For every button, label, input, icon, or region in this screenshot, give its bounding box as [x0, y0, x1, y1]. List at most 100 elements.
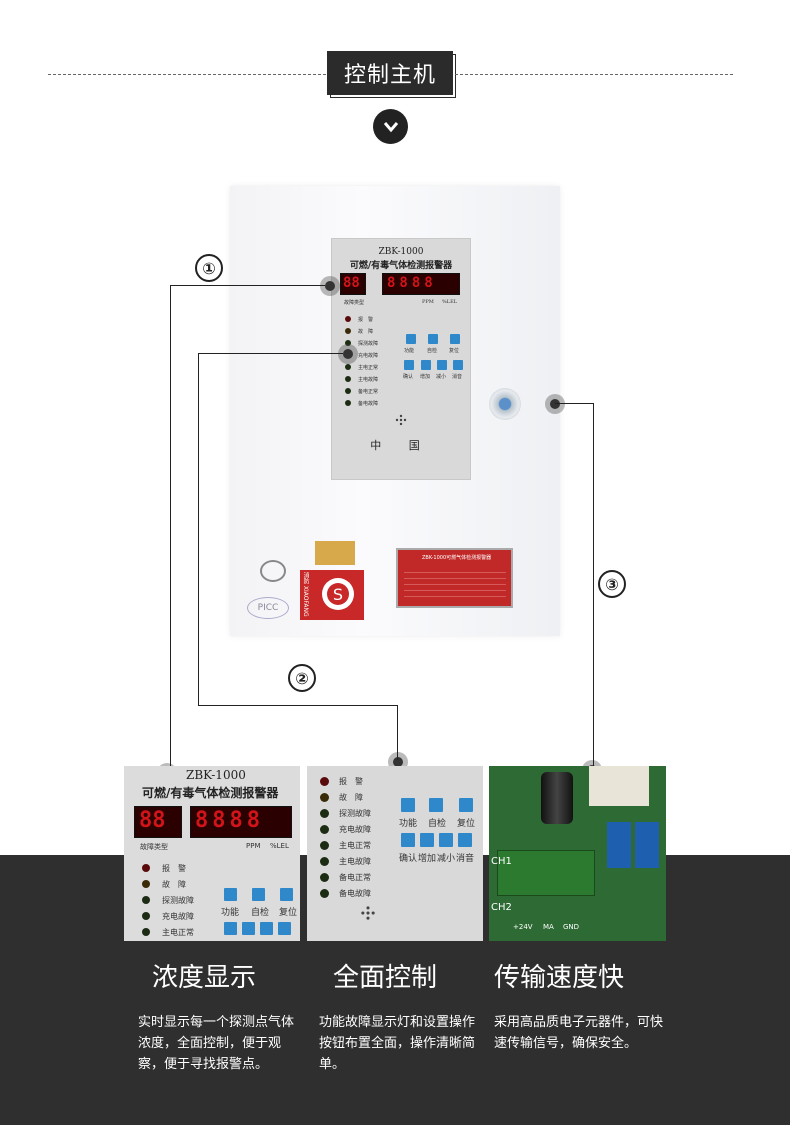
thumb-self-test-label: 自检	[251, 908, 270, 918]
thumb-lel: %LEL	[270, 842, 289, 850]
thumb-led	[142, 880, 150, 888]
connector-line	[198, 353, 199, 705]
thumb-function-button	[224, 888, 237, 901]
header-divider-right	[455, 74, 733, 75]
thumb-mute-label: 消音	[456, 854, 475, 864]
mute-button[interactable]	[453, 360, 463, 370]
concentration-display: 8888	[382, 273, 460, 295]
thumb-led	[142, 928, 150, 936]
connector-line	[555, 403, 593, 404]
terminal-block	[497, 850, 595, 896]
fire-cert-badge: 消防 XIAOFANG S	[300, 570, 364, 620]
led-indicator	[345, 328, 351, 334]
fire-badge-text: 消防 XIAOFANG	[302, 572, 309, 617]
reset-label: 复位	[449, 348, 460, 354]
feature-title-3: 传输速度快	[494, 963, 625, 993]
board-label: CH2	[491, 902, 512, 913]
indicator-label: 主电正常	[358, 365, 379, 371]
relay-icon	[635, 822, 659, 868]
thumb-indicator: 充电故障	[162, 912, 194, 921]
panel-name: 可燃/有毒气体检测报警器	[349, 261, 453, 271]
indicator-label: 报 警	[358, 317, 374, 323]
connector-line	[170, 285, 325, 286]
indicator-label: 主电故障	[358, 377, 379, 383]
thumb-function-label: 功能	[221, 908, 240, 918]
indicator-label: 充电故障	[358, 353, 379, 359]
thumb-led	[142, 896, 150, 904]
thumb-fault-label: 故障类型	[140, 843, 168, 851]
thumb-indicator: 充电故障	[339, 825, 371, 834]
led-indicator	[345, 340, 351, 346]
decrease-label: 减小	[436, 374, 447, 380]
marker-indicators	[338, 344, 358, 364]
led-indicator	[345, 316, 351, 322]
thumb-led	[320, 873, 329, 882]
thumb-indicator: 报 警	[162, 864, 186, 873]
connector-line	[170, 285, 171, 768]
decrease-button[interactable]	[437, 360, 447, 370]
thumb-fault-display: 88	[134, 806, 182, 838]
led-indicator	[345, 364, 351, 370]
fault-display: 88	[340, 273, 366, 295]
thumb-led	[142, 912, 150, 920]
self-test-button[interactable]	[428, 334, 438, 344]
connector-line	[198, 353, 343, 354]
thumb-indicator: 主电正常	[162, 928, 194, 937]
increase-label: 增加	[420, 374, 431, 380]
reset-button[interactable]	[450, 334, 460, 344]
indicator-label: 备电故障	[358, 401, 379, 407]
thumb-self-test-button	[429, 798, 443, 812]
function-button[interactable]	[406, 334, 416, 344]
increase-button[interactable]	[421, 360, 431, 370]
section-title: 控制主机	[327, 51, 456, 98]
svg-text:S: S	[333, 585, 343, 604]
thumb-display-closeup: ZBK-1000 可燃/有毒气体检测报警器 88 8888 故障类型 PPM %…	[124, 766, 300, 941]
thumb-indicator: 探测故障	[339, 809, 371, 818]
picc-logo: PICC	[247, 597, 289, 619]
self-test-label: 自检	[427, 348, 438, 354]
thumb-indicator: 故 障	[162, 880, 186, 889]
thumb-led	[320, 857, 329, 866]
function-label: 功能	[404, 348, 415, 354]
feature-title-2: 全面控制	[333, 963, 438, 993]
nameplate-title: ZBK-1000可燃气体检测报警器	[422, 555, 492, 561]
board-label: +24V	[513, 923, 533, 931]
thumb-indicator: 探测故障	[162, 896, 194, 905]
led-indicator	[345, 388, 351, 394]
thumb-reset-button	[280, 888, 293, 901]
nameplate: ZBK-1000可燃气体检测报警器	[396, 548, 513, 608]
cert-label-yellow	[315, 541, 355, 565]
key-lock-icon[interactable]	[489, 388, 521, 420]
thumb-self-test-label: 自检	[428, 819, 447, 829]
indicator-label: 故 障	[358, 329, 374, 335]
confirm-button[interactable]	[404, 360, 414, 370]
board-label: CH1	[491, 856, 512, 867]
thumb-led	[320, 793, 329, 802]
marker-display	[320, 276, 340, 296]
thumb-circuit-board: CH1 CH2 +24V MA GND	[489, 766, 666, 941]
thumb-decrease-label: 减小	[437, 854, 456, 864]
control-panel: ZBK-1000 可燃/有毒气体检测报警器 88 8888 故障类型 PPM %…	[331, 238, 471, 480]
panel-model: ZBK-1000	[378, 247, 424, 257]
thumb-indicator: 主电故障	[339, 857, 371, 866]
connector-line	[198, 705, 398, 706]
board-label: GND	[563, 923, 580, 931]
connector-line	[593, 403, 594, 768]
connector-line	[397, 705, 398, 760]
feature-title-1: 浓度显示	[152, 963, 257, 993]
ccc-icon	[260, 560, 286, 582]
callout-1: ①	[195, 254, 223, 282]
confirm-label: 确认	[403, 374, 414, 380]
feature-desc-3: 采用高品质电子元器件，可快速传输信号，确保安全。	[494, 1015, 664, 1051]
thumb-mute-button	[458, 833, 472, 847]
thumb-reset-label: 复位	[457, 819, 476, 829]
thumb-self-test-button	[252, 888, 265, 901]
thumb-indicator: 主电正常	[339, 841, 371, 850]
thumb-increase-button	[242, 922, 255, 935]
thumb-increase-label: 增加	[418, 854, 437, 864]
thumb-indicator: 备电正常	[339, 873, 371, 882]
thumb-name: 可燃/有毒气体检测报警器	[142, 786, 279, 800]
fault-type-label: 故障类型	[344, 300, 365, 306]
feature-desc-2: 功能故障显示灯和设置操作按钮布置全面，操作清晰简单。	[319, 1015, 476, 1072]
thumb-confirm-button	[224, 922, 237, 935]
